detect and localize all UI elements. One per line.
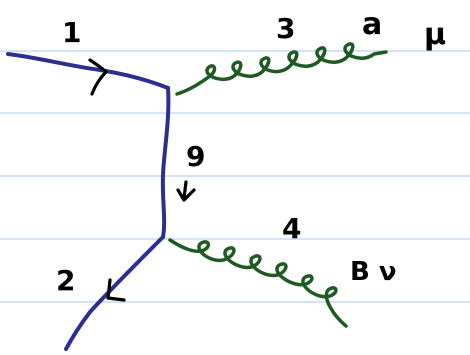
outgoing-quark-line [64,235,165,351]
incoming-quark-line [6,52,170,90]
fermion-lines [6,52,171,351]
label-b-nu: B ν [350,257,397,287]
momentum-arrows [88,58,196,302]
arrow-chevron-right-icon [88,58,108,96]
label-mu: μ [424,17,446,52]
label-2: 2 [56,264,75,297]
label-9: 9 [186,140,205,173]
vertex-labels: 1 3 a μ 9 4 B ν 2 [56,7,446,297]
label-3: 3 [276,12,295,45]
arrow-tick-icon [106,278,126,302]
label-1: 1 [62,16,81,49]
ruled-lines [0,50,470,303]
label-a: a [362,7,382,42]
gluon-lines [168,42,388,328]
label-4: 4 [282,212,301,245]
lower-gluon-line [168,238,348,328]
upper-gluon-line [175,42,388,96]
arrow-down-icon [176,180,196,202]
internal-quark-propagator [160,86,171,239]
